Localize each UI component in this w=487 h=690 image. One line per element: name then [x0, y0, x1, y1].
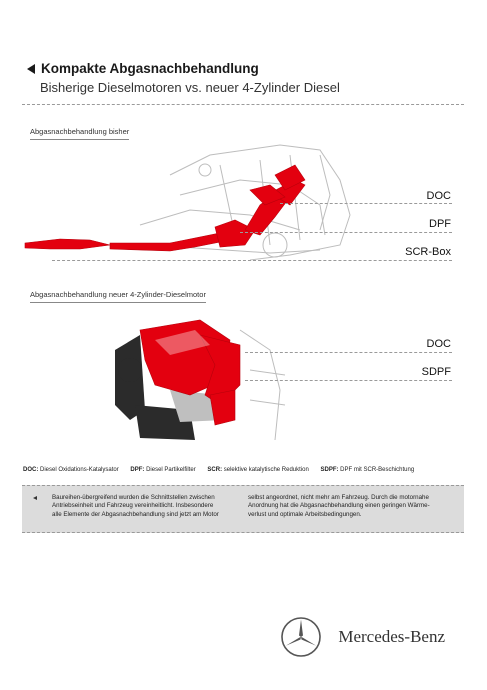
section-label-old: Abgasnachbehandlung bisher: [30, 127, 130, 140]
doc-leader-new: [245, 352, 452, 353]
label-sdpf-new: SDPF: [421, 366, 451, 378]
info-bullet-icon: [33, 496, 37, 500]
scr-leader-old: [52, 260, 452, 261]
doc-leader-old: [280, 203, 452, 204]
legend-item: SDPF: DPF mit SCR-Beschichtung: [320, 467, 415, 473]
label-scr-old: SCR-Box: [405, 246, 451, 258]
title-text: Kompakte Abgasnachbehandlung: [41, 61, 259, 76]
old-exhaust-illustration: [24, 144, 351, 261]
info-box: Baureihen-übergreifend wurden die Schnit…: [22, 485, 464, 533]
new-engine-illustration: [115, 319, 286, 441]
mercedes-star-logo-icon: [281, 617, 321, 657]
dpf-leader-old: [240, 232, 452, 233]
triangle-bullet-icon: [27, 63, 35, 74]
label-dpf-old: DPF: [429, 218, 451, 230]
abbreviation-legend: DOC: Diesel Oxidations-Katalysator DPF: …: [23, 467, 414, 473]
sdpf-leader-new: [245, 380, 452, 381]
section-label-new: Abgasnachbehandlung neuer 4-Zylinder-Die…: [30, 290, 206, 303]
legend-item: DOC: Diesel Oxidations-Katalysator: [23, 467, 119, 473]
label-doc-old: DOC: [426, 190, 451, 202]
info-column-right: selbst angeordnet, nicht mehr am Fahrzeu…: [248, 494, 430, 518]
header-divider: [22, 104, 464, 105]
page-subtitle: Bisherige Dieselmotoren vs. neuer 4-Zyli…: [40, 80, 340, 95]
info-column-left: Baureihen-übergreifend wurden die Schnit…: [52, 494, 219, 518]
legend-item: DPF: Diesel Partikelfilter: [130, 467, 196, 473]
legend-item: SCR: selektive katalytische Reduktion: [207, 467, 309, 473]
label-doc-new: DOC: [426, 338, 451, 350]
brand-wordmark: Mercedes-Benz: [338, 627, 445, 646]
page-title: Kompakte Abgasnachbehandlung: [27, 61, 259, 76]
